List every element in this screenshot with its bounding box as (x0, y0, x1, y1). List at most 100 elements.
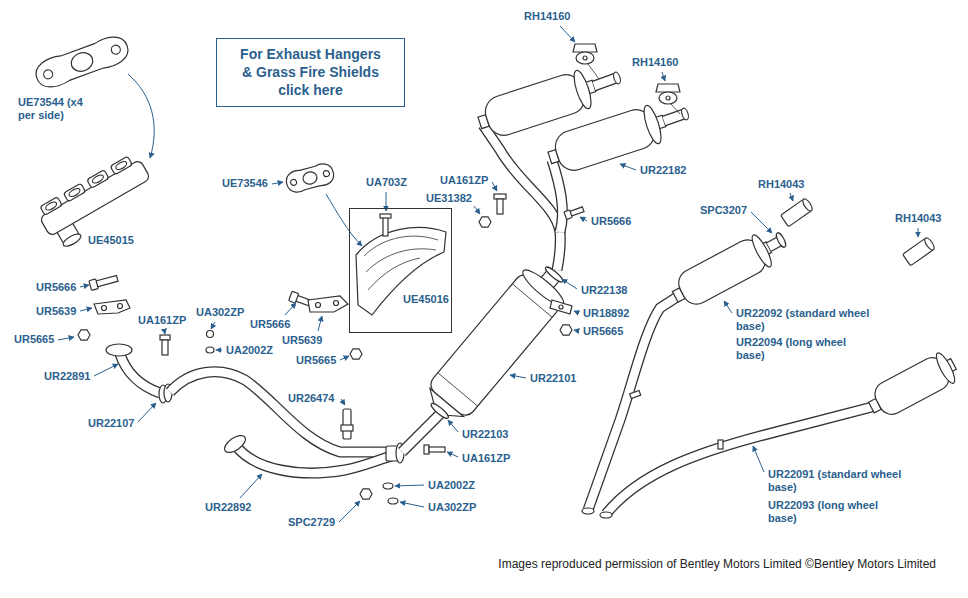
part-number: UR22094 (long wheel base) (736, 336, 866, 362)
link-text: For Exhaust Hangers & Grass Fire Shields… (237, 45, 384, 99)
clamp-bolt (289, 291, 299, 303)
exhaust-hanger (656, 84, 680, 92)
part-number: UR5666 (591, 215, 631, 228)
leader-line (474, 206, 480, 214)
twin-pipe (483, 125, 560, 232)
nut (78, 330, 90, 340)
front-silencer (438, 284, 552, 406)
leader-line (272, 182, 283, 184)
washer (206, 347, 214, 353)
leader-line (240, 474, 262, 498)
part-number: UR18892 (583, 307, 629, 320)
leader-line (560, 26, 575, 42)
rear-pipe (606, 407, 872, 514)
down-pipe (120, 354, 160, 393)
clamp-bolt (497, 199, 503, 214)
washer (207, 331, 214, 338)
rear-pipe (582, 297, 872, 518)
twin-silencer (571, 69, 595, 111)
clamp-bolt (494, 194, 506, 199)
part-number: RH14043 (895, 212, 941, 225)
exhaust-manifold (68, 187, 81, 198)
part-number: UE73546 (222, 177, 268, 190)
flange-gasket (290, 179, 297, 186)
tail-sleeve (801, 198, 814, 213)
front-y-pipe (170, 372, 392, 452)
exhaust-hanger (583, 56, 587, 60)
inset-frame: UE45016 (349, 208, 452, 333)
part-number: UR5666 (36, 281, 76, 294)
tail-pipe (594, 71, 622, 86)
rear-pipe (582, 508, 594, 514)
rear-pipe (600, 512, 612, 518)
oxygen-sensor (343, 409, 351, 439)
flange-bolt (424, 445, 429, 454)
part-number: UE45016 (403, 293, 449, 306)
nut (560, 325, 572, 335)
part-number: UA2002Z (226, 344, 273, 357)
flange-gasket (302, 170, 319, 185)
clamp-bracket (334, 301, 339, 306)
leader-line (80, 285, 89, 287)
part-number: UA302ZP (196, 306, 244, 319)
leader-line (510, 375, 526, 378)
leader-line (448, 420, 458, 432)
rear-pipe (606, 407, 872, 514)
part-number: RH14160 (632, 56, 678, 69)
flange-bolt (160, 335, 170, 355)
heat-shield (364, 236, 438, 256)
clamp-bolt (494, 194, 506, 214)
part-number: UR22107 (88, 417, 134, 430)
part-number: UA703Z (366, 176, 407, 189)
front-y-pipe (402, 410, 444, 452)
flange-gasket (323, 170, 330, 177)
part-number: UA161ZP (462, 452, 510, 465)
manifold-gasket (110, 44, 122, 56)
front-y-pipe (170, 372, 392, 452)
clamp-bracket (308, 296, 348, 312)
clamp-bolt (89, 279, 98, 290)
leader-line (58, 337, 74, 340)
exhaust-hanger (666, 96, 670, 100)
pipe-clamp (775, 232, 788, 249)
heat-shield (368, 258, 420, 290)
exhaust-manifold (39, 159, 150, 236)
exhaust-hanger (573, 44, 597, 52)
leader-line (80, 308, 92, 311)
tail-pipe (680, 107, 689, 120)
mounting-bracket (559, 305, 563, 309)
clamp-bracket (118, 304, 123, 309)
leader-line (447, 452, 458, 457)
leader-line (580, 217, 587, 221)
clamp-bracket (94, 300, 130, 314)
tail-pipe (594, 78, 616, 86)
clamp-bracket (94, 300, 130, 314)
twin-silencer (641, 104, 665, 146)
part-number: UE31382 (426, 192, 472, 205)
leader-line (340, 356, 349, 360)
exhaust-manifold (40, 197, 62, 216)
leader-line (216, 350, 222, 351)
flange-gasket (284, 161, 336, 194)
exhaust-manifold (44, 200, 57, 211)
tail-pipe (594, 78, 616, 86)
part-number: RH14043 (758, 178, 804, 191)
manifold-gasket (32, 32, 132, 92)
caption: Images reproduced permission of Bentley … (498, 557, 936, 572)
part-number: UA161ZP (440, 174, 488, 187)
part-number: UA2002Z (428, 479, 475, 492)
leader-line (724, 301, 732, 313)
exhaust-hanger (656, 84, 680, 114)
flange-gasket (284, 161, 336, 194)
front-y-pipe (170, 372, 444, 473)
leader-line (395, 485, 424, 486)
leader-line (751, 212, 772, 233)
part-number: UR22092 (standard wheel base) (736, 307, 896, 333)
leader-line (492, 182, 497, 191)
flange-bolt (160, 335, 170, 340)
leader-line (790, 193, 793, 201)
leader-line (128, 74, 154, 158)
leader-line (138, 403, 156, 422)
exhaust-manifold (115, 160, 128, 171)
